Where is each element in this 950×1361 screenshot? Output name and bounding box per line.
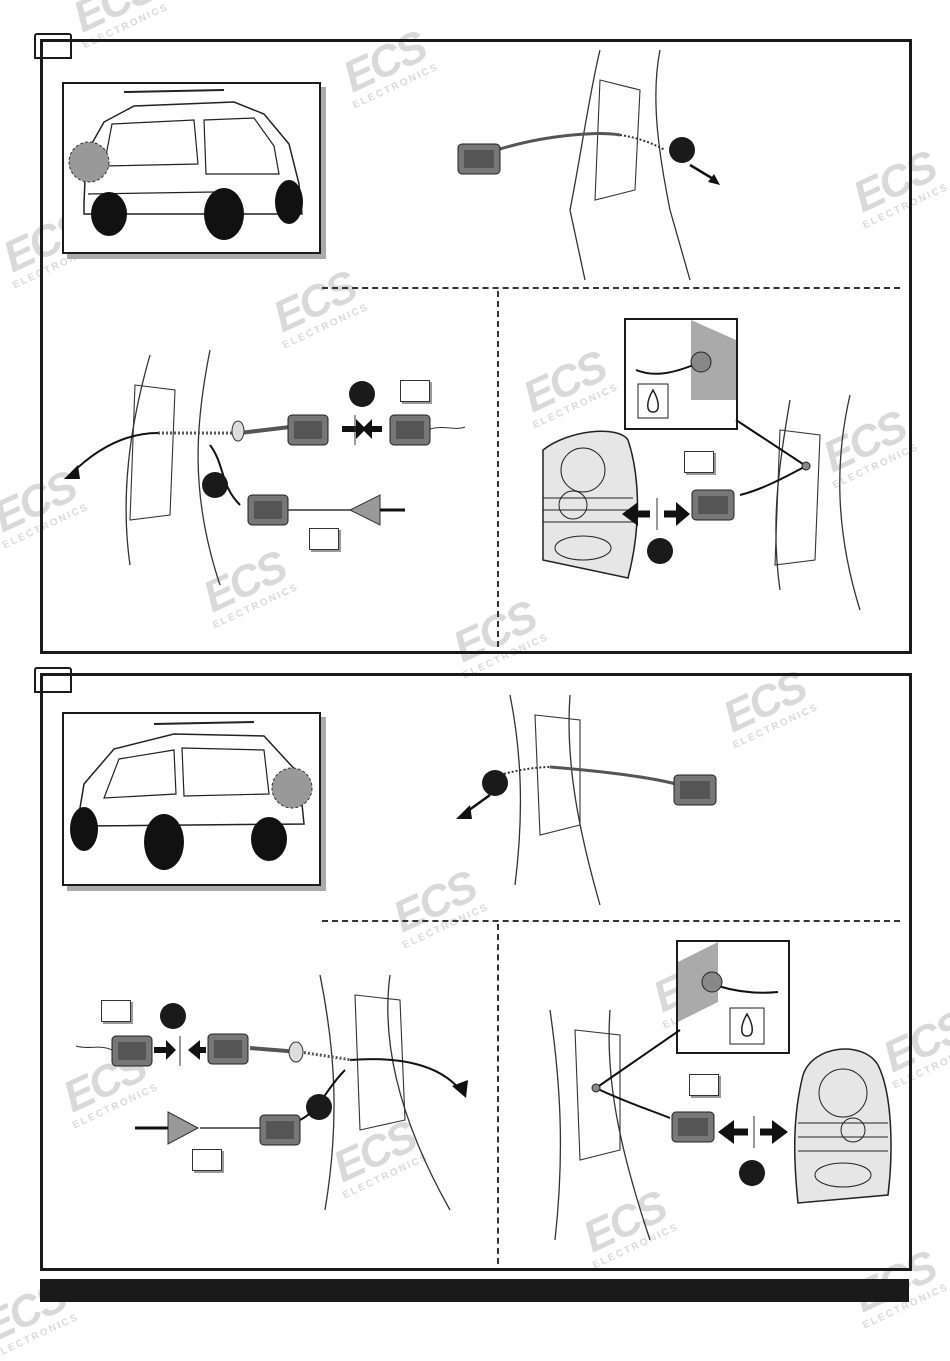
drop-icon — [741, 1012, 753, 1037]
step-dot — [160, 1003, 186, 1029]
divider-vertical — [497, 291, 499, 647]
label-box — [101, 1000, 131, 1022]
grommet-icon — [348, 494, 381, 526]
connector-icon — [671, 1111, 715, 1143]
step-dot — [739, 1160, 765, 1186]
connector-icon — [287, 414, 329, 446]
car-inset-lower — [62, 712, 321, 886]
step-dot — [482, 770, 508, 796]
pillar-illustration — [456, 694, 717, 906]
connector-icon — [111, 1035, 153, 1067]
car-rear-icon — [68, 89, 303, 240]
divider-horizontal — [322, 287, 900, 289]
label-box — [689, 1074, 719, 1096]
seal-inset-upper — [624, 318, 738, 430]
connector-icon — [259, 1114, 301, 1146]
tail-light-icon — [793, 1048, 892, 1204]
wiring-illustration-right — [622, 394, 861, 611]
label-box — [400, 380, 430, 402]
arrow-left-icon — [718, 1120, 748, 1144]
label-box — [192, 1149, 222, 1171]
connector-icon — [691, 489, 735, 521]
seal-inset-lower — [676, 940, 790, 1054]
car-inset-upper — [62, 82, 321, 254]
arrow-left-icon — [622, 502, 650, 526]
wiring-illustration-left — [64, 349, 466, 586]
arrow-right-icon — [760, 1120, 788, 1144]
connector-icon — [457, 143, 501, 175]
wiring-illustration-right — [549, 1009, 788, 1241]
drop-icon — [647, 388, 659, 413]
instruction-panel-upper — [40, 39, 912, 654]
pillar-illustration — [457, 49, 720, 281]
arrow-right-icon — [664, 502, 690, 526]
step-dot — [202, 472, 228, 498]
tail-light-icon — [542, 430, 639, 579]
connector-icon — [389, 414, 431, 446]
label-box — [309, 528, 339, 550]
step-dot — [349, 381, 375, 407]
divider-vertical — [497, 924, 499, 1264]
label-box — [684, 451, 714, 473]
connector-icon — [207, 1033, 249, 1065]
grommet-icon — [167, 1111, 200, 1145]
step-dot — [669, 137, 695, 163]
step-dot — [306, 1094, 332, 1120]
wiring-illustration-left — [75, 974, 468, 1211]
connector-icon — [673, 774, 717, 806]
instruction-panel-lower — [40, 673, 912, 1271]
divider-horizontal — [322, 920, 900, 922]
footer-bar — [40, 1279, 909, 1302]
step-dot — [647, 538, 673, 564]
car-rear-icon — [70, 721, 313, 870]
connector-icon — [247, 494, 289, 526]
